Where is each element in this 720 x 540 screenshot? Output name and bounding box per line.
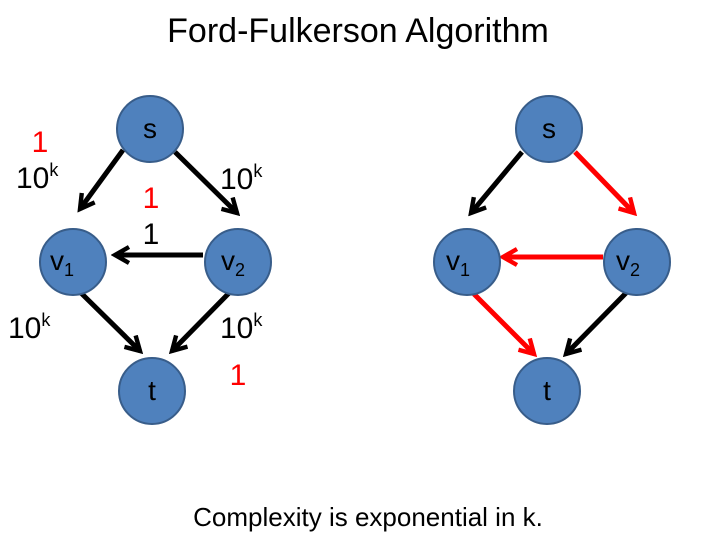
- left-node-v1: [39, 228, 107, 296]
- left-node-v1-sub: 1: [64, 260, 74, 280]
- left-node-t: [118, 357, 186, 425]
- left-label-v2-t-cap: 10k: [220, 310, 263, 345]
- left-label-v2-v1-cap: 1: [143, 218, 160, 251]
- left-edge-s-v1: [80, 148, 126, 209]
- left-node-s: [116, 95, 184, 163]
- left-label-s-v1-flow: 1: [32, 126, 49, 159]
- left-node-v2: [204, 228, 272, 296]
- diagram-title: Ford-Fulkerson Algorithm: [167, 12, 549, 50]
- right-node-s: [515, 95, 583, 163]
- left-label-v2-v1-flow: 1: [143, 182, 160, 215]
- right-edge-s-v1: [471, 150, 524, 213]
- complexity-caption: Complexity is exponential in k.: [193, 502, 543, 532]
- right-node-t-label: t: [543, 375, 551, 406]
- left-node-s-label: s: [143, 113, 157, 144]
- left-edge-v1-t: [76, 288, 140, 351]
- left-node-v1-label: v1: [50, 245, 74, 280]
- left-node-v2-label: v2: [221, 245, 245, 280]
- right-node-v1-label: v1: [446, 245, 470, 280]
- left-node-v2-sub: 2: [235, 260, 245, 280]
- left-label-v2-t-flow: 1: [230, 359, 247, 392]
- right-node-v2-label: v2: [616, 245, 640, 280]
- right-graph: s v1 v2 t: [433, 95, 671, 425]
- right-node-v2: [603, 228, 671, 296]
- right-node-v2-sub: 2: [630, 260, 640, 280]
- right-node-t: [513, 357, 581, 425]
- right-edge-v2-t: [566, 290, 629, 354]
- left-graph: s v1 v2 t 1 10k 1 1 10k 10k 10k 1: [8, 95, 272, 425]
- left-edge-v2-t: [172, 288, 234, 351]
- left-label-v1-t-cap: 10k: [8, 310, 51, 345]
- left-edge-s-v2: [173, 150, 237, 213]
- right-edge-v1-t: [472, 292, 534, 354]
- right-edge-s-v2: [573, 150, 634, 213]
- left-label-s-v1-cap: 10k: [16, 160, 59, 195]
- right-node-s-label: s: [542, 113, 556, 144]
- right-node-v1-sub: 1: [460, 260, 470, 280]
- left-label-s-v2-cap: 10k: [220, 161, 263, 196]
- right-node-v1: [433, 228, 501, 296]
- left-node-t-label: t: [148, 375, 156, 406]
